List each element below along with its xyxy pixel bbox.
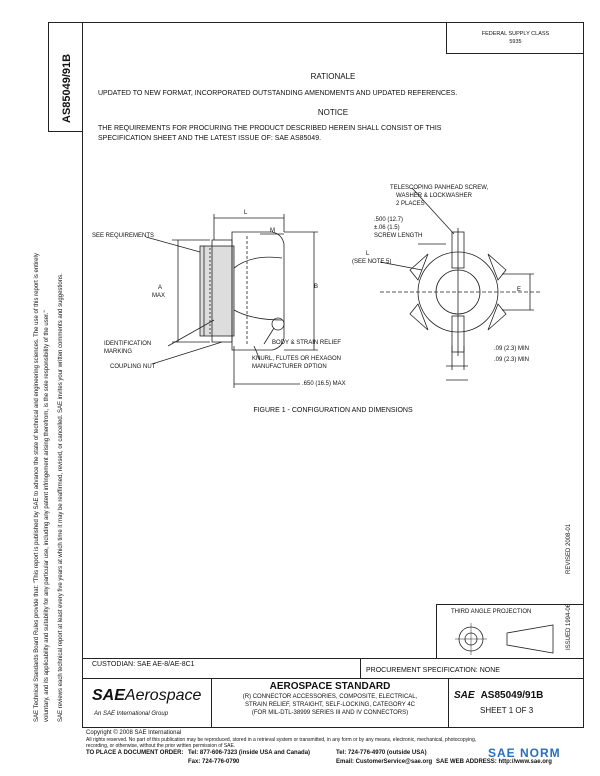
label-M: M [270,228,275,234]
title-doc-number: SAE AS85049/91B [454,690,543,701]
desc-line-3: (FOR MIL-DTL-38999 SERIES III AND IV CON… [251,710,409,716]
footer-tel-1: Tel: 877-606-7323 (inside USA and Canada… [188,750,311,756]
footer-fax: Fax: 724-776-0790 [188,759,240,765]
watermark-logo: SAE NORM [488,746,561,760]
desc-line-1: (R) CONNECTOR ACCESSORIES, COMPOSITE, EL… [242,694,418,700]
aerospace-standard-title: AEROSPACE STANDARD [269,681,391,692]
label-L: L [244,210,248,216]
custodian-text: CUSTODIAN: SAE AE-8/AE-8C1 [92,661,195,668]
label-dim-500: .500 (12.7) [374,217,404,223]
procurement-text: PROCUREMENT SPECIFICATION: NONE [366,667,500,674]
label-B: B [314,284,319,290]
footer-web: SAE WEB ADDRESS: http://www.sae.org [436,759,552,765]
spine-disclaimer-1: SAE Technical Standards Board Rules prov… [34,253,40,722]
rationale-text: UPDATED TO NEW FORMAT, INCORPORATED OUTS… [98,90,458,97]
label-max: MAX [152,293,166,299]
label-marking: MARKING [104,349,133,355]
projection-title: THIRD ANGLE PROJECTION [451,609,532,615]
label-screw-3: 2 PLACES [396,201,425,207]
label-dim-06: ±.06 (1.5) [374,225,400,231]
drawing-frame [82,22,584,728]
label-A: A [158,285,163,291]
spine-disclaimer-3: SAE reviews each technical report at lea… [58,273,64,722]
label-screw-1: TELESCOPING PANHEAD SCREW, [390,185,489,191]
label-screw-length: SCREW LENGTH [374,233,423,239]
sae-logo: SAEAerospace [92,687,201,705]
footer-email: Email: CustomerService@sae.org [336,759,433,765]
projection-box: THIRD ANGLE PROJECTION [436,604,584,658]
title-sae-mark: SAE [454,690,475,701]
sae-logo-cell: SAEAerospace An SAE International Group [82,679,212,728]
spine-disclaimer-2: voluntary, and its applicability and sui… [44,310,50,722]
notice-text-1: THE REQUIREMENTS FOR PROCURING THE PRODU… [98,125,442,132]
title-block-rule-2 [82,678,584,679]
footer-tel-2: Tel: 724-776-4970 (outside USA) [336,750,427,756]
figure-caption: FIGURE 1 - CONFIGURATION AND DIMENSIONS [253,407,413,414]
sae-logo-aerospace: Aerospace [124,687,202,704]
label-screw-2: WASHER & LOCKWASHER [396,193,472,199]
footer-rights-2: recording, or otherwise, without the pri… [86,743,236,749]
fsc-label: FEDERAL SUPPLY CLASS [481,31,550,37]
side-revised: REVISED 2008-01 [566,523,572,574]
footer-copyright: Copyright © 2008 SAE International [86,730,182,736]
label-body-strain: BODY & STRAIN RELIEF [272,340,341,346]
fsc-value: 5935 [509,39,522,45]
label-max-650: .650 (16.5) MAX [302,381,346,387]
label-knurl-1: KNURL, FLUTES OR HEXAGON [252,356,342,362]
projection-symbol [455,623,554,655]
sheet-number: SHEET 1 OF 3 [480,706,534,715]
figure-drawing [145,187,542,388]
spine-doc-number: AS85049/91B [61,53,73,123]
sae-logo-mark: SAE [92,687,125,704]
notice-text-2: SPECIFICATION SHEET AND THE LATEST ISSUE… [98,135,322,142]
spine-doc-box: AS85049/91B [48,22,82,132]
title-block-divider-1 [360,658,361,678]
rationale-title: RATIONALE [310,72,356,81]
title-doc-number-text: AS85049/91B [480,690,544,701]
label-L2: L [366,251,370,257]
label-min-1: .09 (2.3) MIN [494,346,530,352]
label-identification: IDENTIFICATION [104,341,152,347]
footer-order: TO PLACE A DOCUMENT ORDER: [86,750,184,756]
label-see-note: (SEE NOTE 5) [352,259,392,265]
label-knurl-2: MANUFACTURER OPTION [252,364,327,370]
label-coupling-nut: COUPLING NUT [110,364,156,370]
sae-logo-sub: An SAE International Group [94,711,169,717]
footer-rights-1: All rights reserved. No part of this pub… [86,737,477,743]
label-see-requirements: SEE REQUIREMENTS [92,233,155,239]
label-E: E [517,287,522,293]
title-block-divider-2 [448,679,449,728]
federal-supply-class-box: FEDERAL SUPPLY CLASS 5935 [446,22,584,54]
label-min-2: .09 (2.3) MIN [494,357,530,363]
notice-title: NOTICE [317,108,349,117]
title-block-top-rule [82,658,584,659]
desc-line-2: STRAIN RELIEF, STRAIGHT, SELF-LOCKING, C… [244,702,416,708]
